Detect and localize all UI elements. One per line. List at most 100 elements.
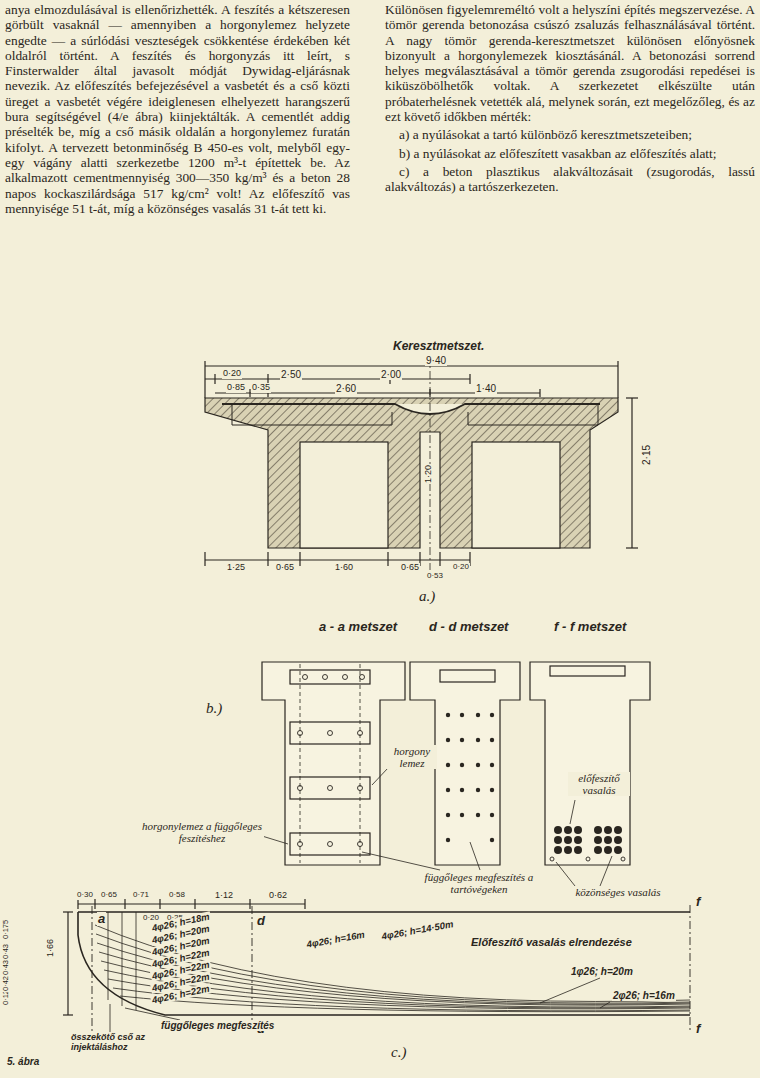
elevation-part-part (136, 912, 137, 1010)
section-details-part-part (594, 826, 602, 834)
dimension-label: 0·85 (226, 383, 246, 393)
section-details-part (262, 768, 612, 886)
section-details-part (554, 826, 622, 854)
dimension-label: 2·15 (641, 444, 652, 466)
section-details-part-part (358, 786, 363, 791)
section-details-part-part (564, 836, 572, 844)
elevation-part (194, 899, 195, 909)
section-details-part-part (614, 826, 622, 834)
elevation-part (159, 899, 160, 909)
elevation-part (94, 899, 95, 909)
section-details-part-part (358, 731, 363, 736)
cross-section-part (387, 552, 388, 566)
tendon-label: 1φ26; h=20m (570, 966, 634, 977)
section-details-part (440, 670, 495, 682)
section-details-part-part (490, 788, 494, 792)
section-details-part-part (476, 713, 480, 717)
cross-section-part (430, 355, 431, 570)
section-details-part-part (490, 738, 494, 742)
section-details-part-part (446, 713, 450, 717)
section-details-part-part (298, 786, 303, 791)
section-details-part-part (554, 826, 562, 834)
section-details-part-part (574, 826, 582, 834)
elevation-part (77, 899, 78, 909)
section-details-part-part (328, 786, 333, 791)
section-details-part-part (604, 846, 612, 854)
section-details-part-part (298, 731, 303, 736)
section-details-part-part (328, 731, 333, 736)
elevation-part (78, 912, 690, 1015)
section-details-part-part (476, 738, 480, 742)
cross-section-part (439, 552, 440, 566)
section-details-part (262, 662, 405, 865)
section-details-part-part (460, 738, 464, 742)
section-details-part-part (446, 788, 450, 792)
section-details-part-part (621, 857, 625, 861)
dimension-label: 0·20 (452, 563, 470, 572)
section-details-part-part (262, 836, 288, 844)
section-details (262, 662, 650, 886)
cross-section-part (214, 374, 215, 384)
dimension-label: 0·62 (268, 891, 288, 901)
elevation-part-part (108, 912, 109, 1000)
cross-section (205, 355, 638, 570)
section-details-part-part (570, 800, 575, 824)
section-details-part-part (614, 846, 622, 854)
section-title: f - f metszet (553, 620, 627, 634)
section-details-part (300, 664, 301, 863)
section-details-part (360, 664, 361, 863)
cross-section-part (631, 398, 632, 548)
elevation-part (67, 912, 68, 1015)
elevation-part (252, 906, 253, 1030)
cross-section-part (626, 397, 638, 398)
list-item: a) a nyúlásokat a tartó különböző keresz… (385, 127, 755, 142)
cross-section-part (472, 442, 560, 548)
figure-note: Előfeszítő vasalás elrendezése (470, 936, 633, 948)
cross-section-part (222, 404, 600, 414)
dimension-label: 1·25 (226, 563, 246, 573)
elevation-part-part (110, 1004, 111, 1032)
section-details-part (550, 666, 625, 676)
dimension-label: 9·40 (425, 355, 447, 366)
section-details-part-part (460, 763, 464, 767)
section-details-part-part (564, 826, 572, 834)
elevation-part-part (125, 1008, 180, 1020)
section-details-part-part (298, 842, 303, 847)
section-details-part (446, 713, 494, 842)
cross-section-part (539, 389, 540, 397)
section-details-part-part (490, 838, 494, 842)
dimension-label: 2·00 (380, 369, 402, 380)
dimension-label: 0·42 (2, 975, 10, 992)
section-details-part (290, 833, 370, 855)
cross-section-part (626, 547, 638, 548)
section-details-part-part (372, 768, 388, 785)
dimension-label: 0·71 (132, 891, 150, 900)
elevation-part-part (600, 1002, 610, 1008)
elevation-part-part (120, 996, 690, 1012)
section-details-part-part (554, 846, 562, 854)
section-details-part-part (490, 763, 494, 767)
figure-caption: 5. ábra (6, 1056, 40, 1067)
section-title: a - a metszet (318, 620, 398, 634)
cross-section-part (469, 374, 470, 384)
elevation-part (92, 906, 93, 1045)
elevation-part (78, 903, 305, 904)
elevation-part (95, 912, 690, 1032)
section-details-part-part (550, 857, 554, 861)
section-details-part-part (446, 813, 450, 817)
elevation-part (124, 899, 125, 909)
section-details-part-part (460, 713, 464, 717)
dimension-label: 1·12 (214, 891, 234, 901)
callout-label: összekötő cső az injektáláshoz (70, 1033, 182, 1053)
subfigure-label: a.) (418, 588, 436, 605)
section-details-part-part (303, 675, 308, 680)
section-details-part-part (343, 675, 348, 680)
section-details-part (298, 675, 365, 847)
section-details-part-part (323, 675, 328, 680)
callout-label: horgonylemez a függőleges feszítéshez (140, 820, 264, 844)
section-details-part (290, 722, 370, 744)
dimension-label: 1·66 (46, 938, 56, 958)
section-details-part-part (594, 846, 602, 854)
